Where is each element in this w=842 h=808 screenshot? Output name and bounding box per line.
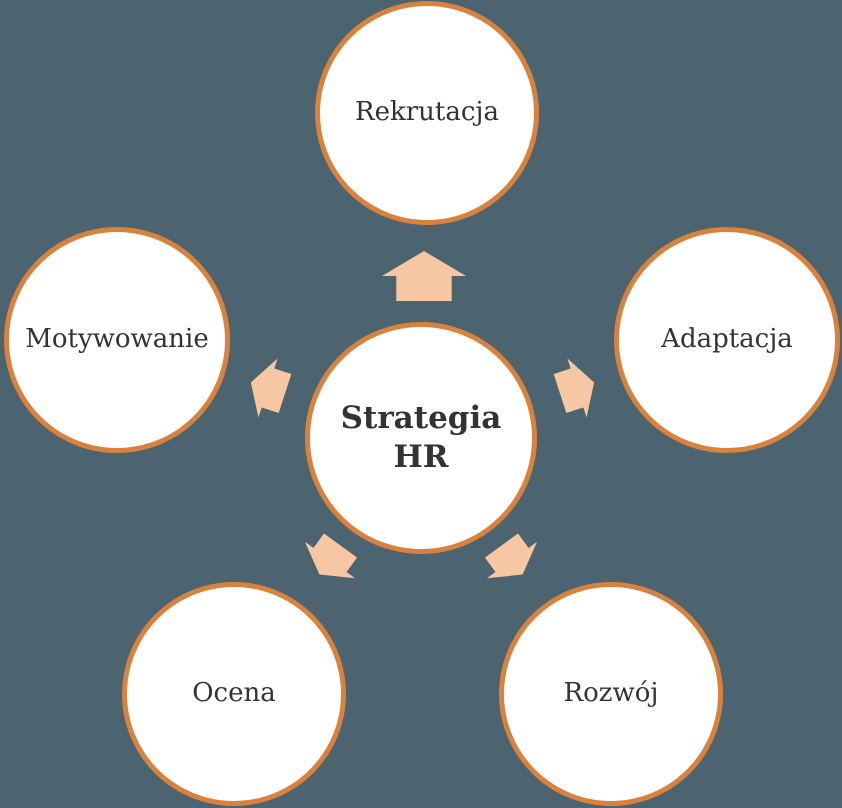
node-adaptacja-label: Adaptacja [661,324,793,355]
left-block-arrow-icon [241,353,294,423]
node-motywowanie-label: Motywowanie [25,324,209,355]
right-block-arrow-icon [550,353,603,423]
node-rozwoj: Rozwój [499,582,723,806]
center-node-strategia-hr: Strategia HR [305,322,537,554]
center-node-label: Strategia HR [340,400,502,475]
node-rekrutacja: Rekrutacja [315,1,539,225]
node-adaptacja: Adaptacja [614,227,840,453]
down-left-block-arrow-icon [294,527,365,593]
node-ocena: Ocena [122,582,346,806]
node-ocena-label: Ocena [192,678,276,709]
node-motywowanie: Motywowanie [4,227,230,453]
up-block-arrow-icon [382,251,466,301]
down-right-block-arrow-icon [476,527,547,593]
node-rekrutacja-label: Rekrutacja [355,97,499,128]
node-rozwoj-label: Rozwój [563,678,659,709]
